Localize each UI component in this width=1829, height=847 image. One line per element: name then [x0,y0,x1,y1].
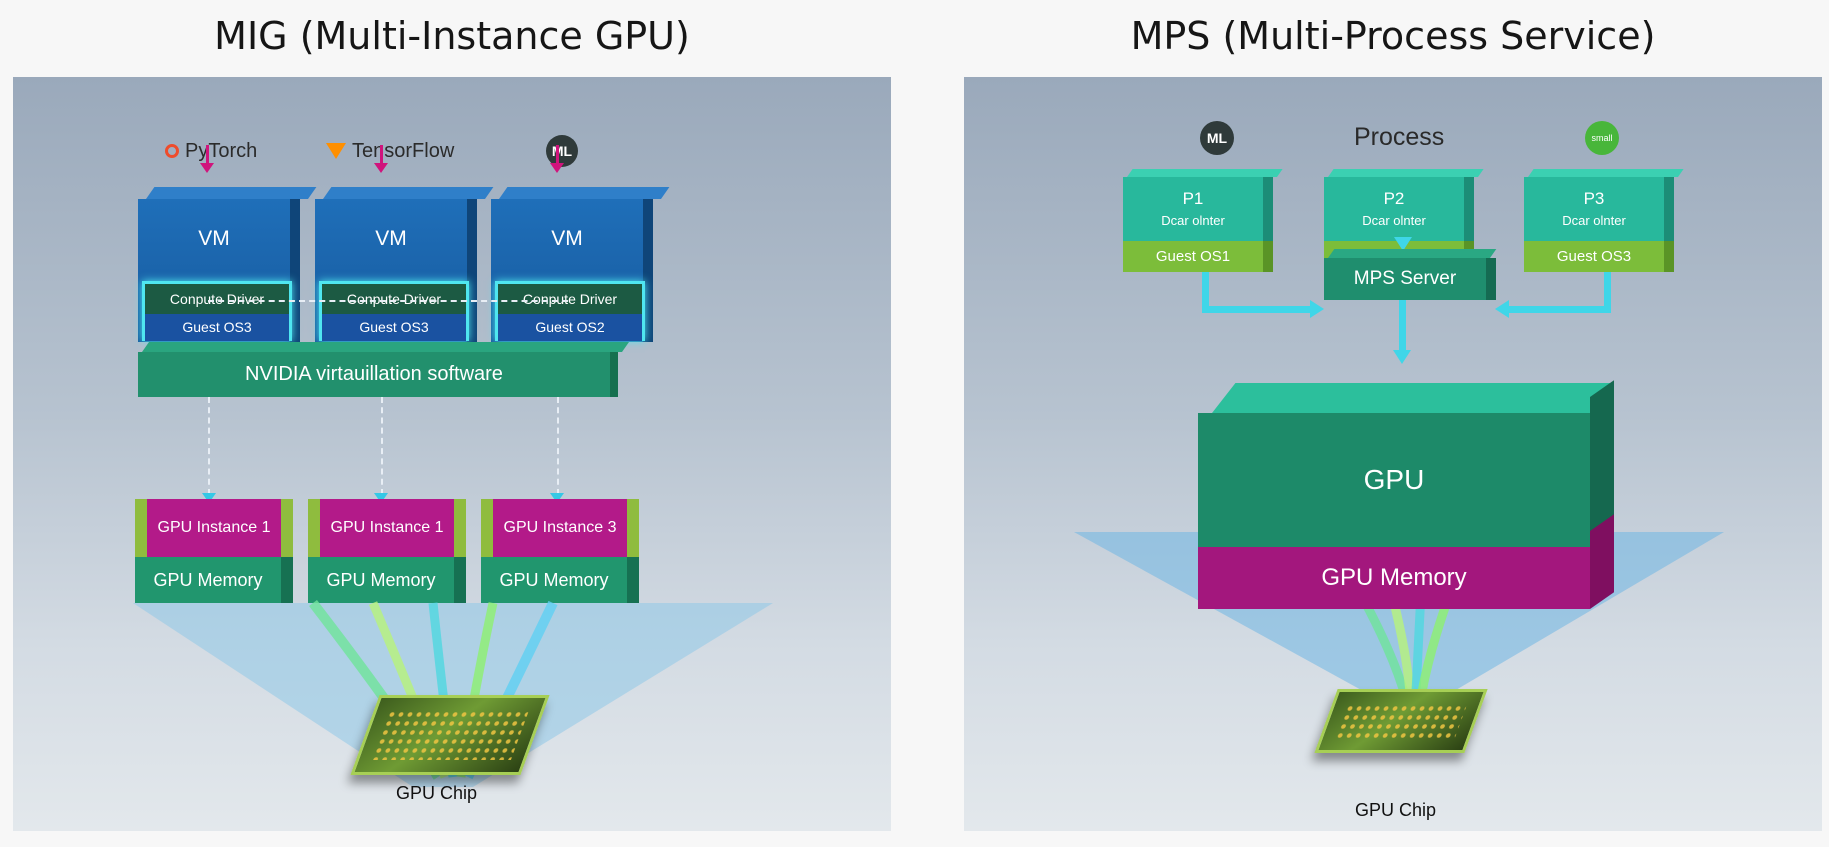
arrow-down-icon [374,145,388,173]
driver-box: Conpute Driver Guest OS2 [495,281,645,341]
arrow-down-icon [1393,350,1411,364]
gpu-instance-block: GPU Instance 1 GPU Memory [135,499,305,603]
dashed-connector [208,397,210,495]
gpu-block: GPU GPU Memory [1198,380,1614,609]
compute-driver-label: Conpute Driver [145,284,289,314]
arrow-down-icon [1394,237,1412,251]
connector-arrow [1202,306,1310,313]
dashed-connector [208,300,568,302]
process-header: P3 Dcar olnter [1524,177,1674,241]
process-header: P1 Dcar olnter [1123,177,1273,241]
gpu-memory-label: GPU Memory [1198,547,1590,609]
gpu-instance-label: GPU Instance 3 [481,499,639,557]
gpu-memory-label: GPU Memory [308,557,466,603]
arrow-down-icon [200,145,214,173]
gpu-label: GPU [1198,413,1590,547]
gpu-top-face [1212,383,1614,413]
arrow-down-icon [202,493,216,503]
vm-label: VM [198,227,230,250]
gpu-memory-label: GPU Memory [135,557,293,603]
connector-arrow [1202,272,1209,312]
gpu-chip-graphic [350,695,550,775]
driver-box: Conpute Driver Guest OS3 [319,281,469,341]
ml-icon: ML [1200,121,1234,155]
framework-label: TensorFlow [352,139,455,162]
vm-block: VM Conpute Driver Guest OS3 [138,199,300,342]
green-circle-icon: small [1585,121,1619,155]
connector-arrow [1604,272,1611,312]
arrow-down-icon [374,493,388,503]
connector-arrow [1509,306,1611,313]
vm-block: VM Conpute Driver Guest OS2 [491,199,653,342]
vm-block: VM Conpute Driver Guest OS3 [315,199,477,342]
process-desc: Dcar olnter [1161,213,1225,228]
connector-arrow [1399,300,1406,352]
mps-diagram-panel: ML Process small P1 Dcar olnter Guest OS… [964,77,1822,831]
mps-title: MPS (Multi-Process Service) [1130,14,1656,58]
vm-label: VM [375,227,407,250]
arrow-left-icon [1495,300,1509,318]
process-desc: Dcar olnter [1562,213,1626,228]
arrow-right-icon [1310,300,1324,318]
arrow-down-icon [550,493,564,503]
process-block: P1 Dcar olnter Guest OS1 [1123,177,1283,272]
process-id: P2 [1383,189,1405,208]
process-desc: Dcar olnter [1362,213,1426,228]
guest-os-label: Guest OS3 [145,314,289,341]
process-block: P3 Dcar olnter Guest OS3 [1524,177,1684,272]
process-header: P2 Dcar olnter [1324,177,1474,241]
tensorflow-icon [326,143,346,159]
framework-tensorflow: TensorFlow [326,133,454,169]
virtualization-software-bar: NVIDIA virtauillation software [138,352,618,397]
gpu-chip-label: GPU Chip [396,783,478,803]
framework-label: PyTorch [185,139,258,162]
guest-os-label: Guest OS2 [498,314,642,341]
pytorch-icon [165,144,179,158]
guest-os-label: Guest OS3 [1524,241,1674,272]
vm-label: VM [551,227,583,250]
gpu-instance-label: GPU Instance 1 [308,499,466,557]
dashed-connector [381,397,383,495]
dashed-connector [557,397,559,495]
gpu-instance-block: GPU Instance 3 GPU Memory [481,499,651,603]
gpu-instance-label: GPU Instance 1 [135,499,293,557]
guest-os-label: Guest OS3 [322,314,466,341]
mig-title: MIG (Multi-Instance GPU) [214,14,690,58]
driver-box: Conpute Driver Guest OS3 [142,281,292,341]
compute-driver-label: Conpute Driver [322,284,466,314]
mig-diagram-panel: PyTorch TensorFlow ML VM Conpute Driver … [13,77,891,831]
compute-driver-label: Conpute Driver [498,284,642,314]
guest-os-label: Guest OS1 [1123,241,1273,272]
process-label: Process [1354,123,1445,151]
gpu-chip-graphic [1314,689,1488,753]
gpu-memory-label: GPU Memory [481,557,639,603]
process-id: P1 [1182,189,1204,208]
gpu-instance-block: GPU Instance 1 GPU Memory [308,499,478,603]
framework-pytorch: PyTorch [165,133,257,169]
mps-server-block: MPS Server [1324,258,1496,300]
gpu-chip-label: GPU Chip [1355,800,1437,820]
process-id: P3 [1583,189,1605,208]
arrow-down-icon [550,145,564,173]
